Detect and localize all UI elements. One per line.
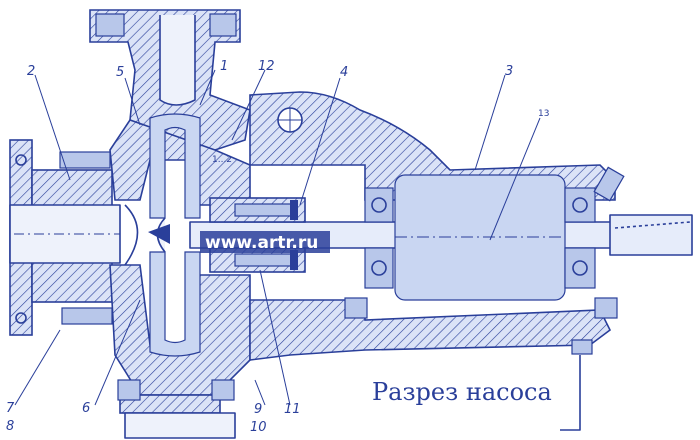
callout-11: 11 bbox=[284, 402, 301, 417]
callout-1: 1 bbox=[220, 59, 228, 74]
bearing-frame bbox=[249, 91, 616, 361]
volute-casing bbox=[89, 9, 251, 439]
suction-inlet bbox=[9, 139, 121, 336]
callout-7: 7 bbox=[6, 401, 15, 416]
callout-10: 10 bbox=[250, 420, 267, 435]
callout-6: 6 bbox=[82, 401, 90, 416]
callout-2: 2 bbox=[27, 64, 35, 79]
gap-mark: 1...2 bbox=[212, 155, 232, 165]
leader-lines bbox=[14, 69, 541, 406]
drawing-title: Разрез насоса bbox=[372, 378, 552, 406]
watermark-text: www.artr.ru bbox=[205, 233, 318, 253]
callout-12: 12 bbox=[258, 59, 275, 74]
callout-labels: 2 5 1 12 4 3 13 1...2 6 7 8 9 10 11 bbox=[6, 59, 549, 435]
impeller bbox=[124, 113, 201, 357]
watermark: www.artr.ru bbox=[200, 231, 330, 253]
callout-13: 13 bbox=[538, 109, 549, 119]
callout-8: 8 bbox=[6, 419, 14, 434]
bearings bbox=[344, 166, 625, 431]
callout-4: 4 bbox=[340, 65, 348, 80]
callout-3: 3 bbox=[505, 64, 513, 79]
callout-9: 9 bbox=[254, 402, 262, 417]
callout-5: 5 bbox=[116, 65, 124, 80]
